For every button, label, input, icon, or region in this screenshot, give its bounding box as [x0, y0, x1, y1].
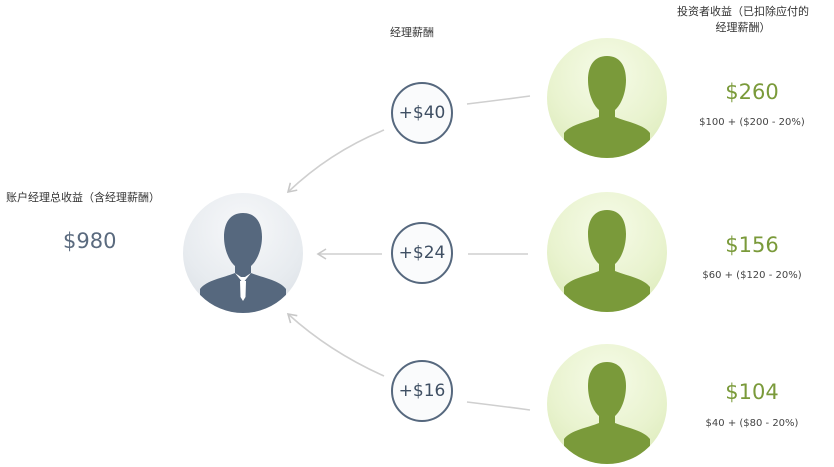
- investor-formula-3: $40 + ($80 - 20%): [705, 418, 799, 429]
- fee-circle-3: +$16: [391, 360, 453, 422]
- investor-total-2: $156: [725, 233, 779, 257]
- arrow-fee1-manager: [286, 129, 385, 194]
- fees-header: 经理薪酬: [390, 26, 434, 39]
- investor-avatar-icon: [564, 210, 650, 312]
- manager-title: 账户经理总收益（含经理薪酬）: [6, 191, 160, 204]
- arrow-fee3-manager: [286, 312, 385, 377]
- investor-avatar-icon: [564, 56, 650, 158]
- investor-avatar-2: [547, 192, 667, 312]
- investor-avatar-3: [547, 344, 667, 464]
- investors-header: 投资者收益（已扣除应付的 经理薪酬）: [668, 4, 818, 36]
- investor-total-1: $260: [725, 80, 779, 104]
- investors-header-line1: 投资者收益（已扣除应付的: [677, 5, 809, 18]
- fee-circle-2: +$24: [391, 222, 453, 284]
- investor-total-3: $104: [725, 380, 779, 404]
- investor-formula-1: $100 + ($200 - 20%): [699, 117, 805, 128]
- manager-avatar-icon: [200, 213, 286, 313]
- manager-avatar: [183, 193, 303, 313]
- investors-header-line2: 经理薪酬）: [715, 21, 771, 34]
- connector-investor3-fee3: [466, 401, 531, 411]
- manager-total: $980: [63, 229, 117, 253]
- investor-formula-2: $60 + ($120 - 20%): [702, 270, 802, 281]
- investor-avatar-1: [547, 38, 667, 158]
- investor-avatar-icon: [564, 362, 650, 464]
- fee-circle-1: +$40: [391, 82, 453, 144]
- connector-investor1-fee1: [466, 95, 531, 105]
